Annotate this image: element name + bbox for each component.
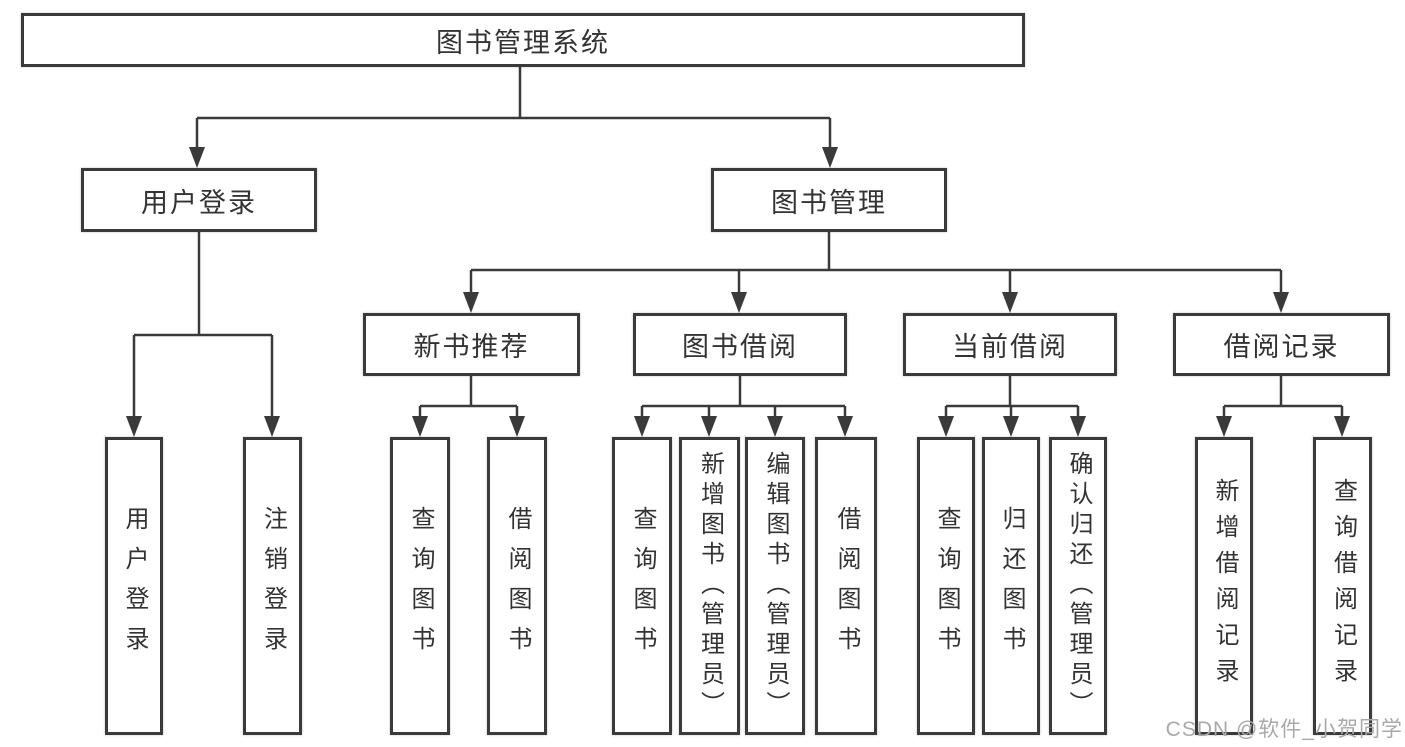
node-current-borrowing: 当前借阅 bbox=[903, 313, 1117, 376]
leaf-query-books-2: 查询图书 bbox=[612, 437, 672, 735]
leaf-confirm-return-admin: 确认归还（管理员） bbox=[1049, 437, 1107, 735]
leaf-logout: 注销登录 bbox=[243, 437, 302, 735]
leaf-user-login: 用户登录 bbox=[105, 437, 163, 735]
leaf-add-borrow-record: 新增借阅记录 bbox=[1195, 437, 1253, 735]
arrowheads bbox=[126, 147, 1350, 437]
leaf-query-books-3: 查询图书 bbox=[917, 437, 975, 735]
node-library-system: 图书管理系统 bbox=[21, 13, 1025, 67]
leaf-edit-books-admin: 编辑图书（管理员） bbox=[745, 437, 805, 735]
csdn-watermark: CSDN @软件_小贺同学 bbox=[1165, 718, 1403, 741]
leaf-borrow-books-1: 借阅图书 bbox=[487, 437, 547, 735]
leaf-query-books-1: 查询图书 bbox=[390, 437, 450, 735]
node-user-login: 用户登录 bbox=[81, 168, 317, 232]
leaf-query-borrow-record: 查询借阅记录 bbox=[1313, 437, 1372, 735]
leaf-borrow-books-2: 借阅图书 bbox=[815, 437, 877, 735]
node-book-borrowing: 图书借阅 bbox=[633, 313, 847, 376]
node-borrowing-records: 借阅记录 bbox=[1173, 313, 1390, 376]
leaf-add-books-admin: 新增图书（管理员） bbox=[679, 437, 740, 735]
leaf-return-books: 归还图书 bbox=[982, 437, 1040, 735]
node-new-book-recommendation: 新书推荐 bbox=[363, 313, 580, 376]
node-book-management: 图书管理 bbox=[711, 168, 947, 232]
